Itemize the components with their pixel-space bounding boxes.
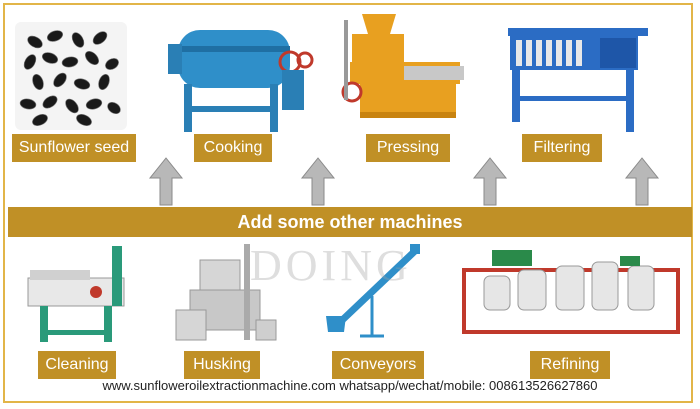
label-refining: Refining: [530, 351, 610, 379]
arrow-up-icon: [472, 157, 508, 206]
refining-machine-image: [462, 250, 680, 334]
label-cleaning: Cleaning: [38, 351, 116, 379]
arrow-up-icon: [148, 157, 184, 206]
banner-add-machines: Add some other machines: [8, 207, 692, 237]
label-sunflower-seed: Sunflower seed: [12, 134, 136, 162]
label-filtering: Filtering: [522, 134, 602, 162]
cooking-machine-image: [168, 30, 314, 132]
up-arrows: [148, 157, 660, 206]
label-husking: Husking: [184, 351, 260, 379]
label-conveyors: Conveyors: [332, 351, 424, 379]
footer-contact: www.sunfloweroilextractionmachine.com wh…: [102, 378, 598, 393]
cleaning-machine-image: [27, 246, 125, 342]
arrow-up-icon: [300, 157, 336, 206]
watermark-text: DOING: [250, 241, 412, 290]
arrow-up-icon: [624, 157, 660, 206]
label-pressing: Pressing: [366, 134, 450, 162]
conveyor-machine-image: [326, 244, 420, 338]
husking-machine-image: [175, 244, 277, 341]
filtering-machine-image: [508, 28, 648, 132]
sunflower-seed-image: [15, 22, 127, 130]
label-cooking: Cooking: [194, 134, 272, 162]
pressing-machine-image: [341, 14, 464, 118]
